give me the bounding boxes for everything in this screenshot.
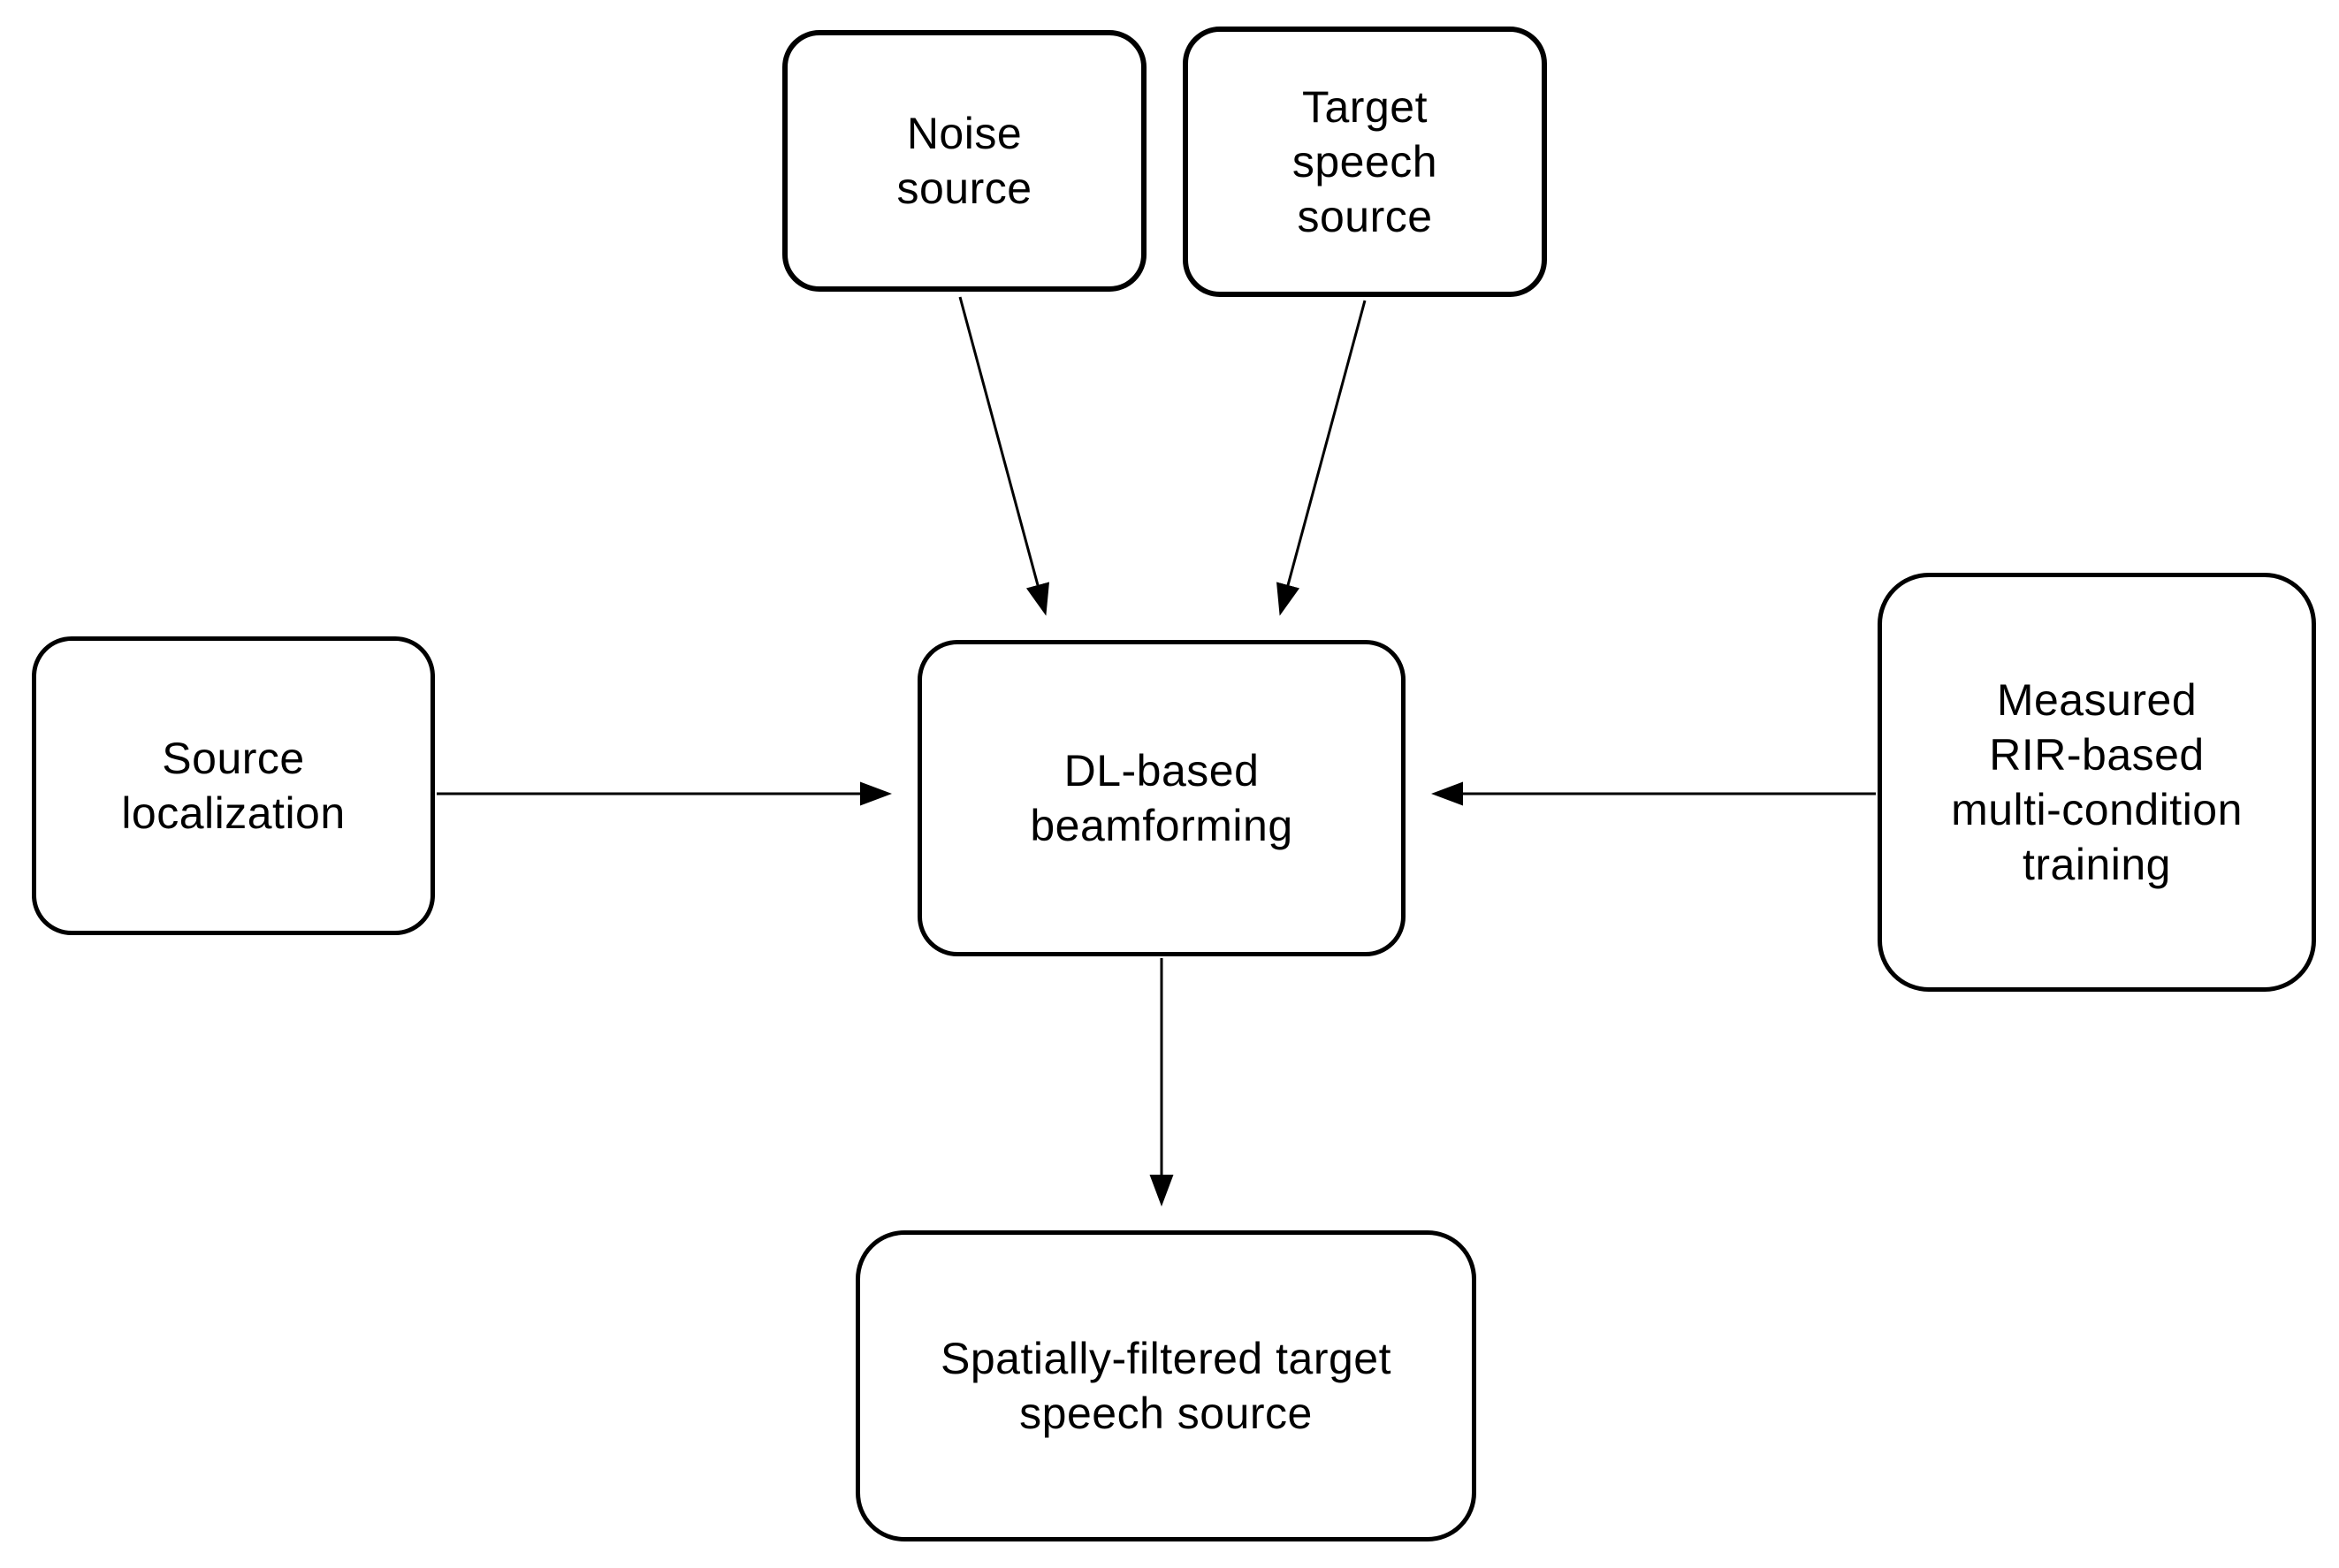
- node-source-localization-label: Source localization: [121, 731, 345, 841]
- label-line: Source: [162, 734, 305, 783]
- edge-noise-source-to-dl-beamforming: [958, 296, 1049, 616]
- edge-target-speech-source-to-dl-beamforming: [1276, 300, 1367, 616]
- node-measured-rir-training: Measured RIR-based multi-condition train…: [1878, 573, 2316, 992]
- node-target-speech-source-label: Target speech source: [1292, 80, 1437, 244]
- label-line: source: [1297, 192, 1433, 241]
- label-line: Spatially-filtered target: [941, 1334, 1391, 1383]
- node-noise-source: Noise source: [782, 30, 1147, 292]
- label-line: DL-based: [1063, 746, 1260, 795]
- node-dl-based-beamforming: DL-based beamforming: [918, 640, 1406, 956]
- node-measured-rir-training-label: Measured RIR-based multi-condition train…: [1951, 673, 2243, 892]
- label-line: localization: [121, 788, 346, 838]
- label-line: speech: [1291, 137, 1438, 186]
- node-dl-based-beamforming-label: DL-based beamforming: [1030, 743, 1292, 853]
- label-line: training: [2023, 840, 2171, 889]
- label-line: RIR-based: [1989, 730, 2205, 780]
- node-noise-source-label: Noise source: [896, 106, 1032, 216]
- node-spatially-filtered-output-label: Spatially-filtered target speech source: [941, 1331, 1391, 1441]
- label-line: multi-condition: [1951, 785, 2243, 834]
- node-source-localization: Source localization: [32, 636, 435, 935]
- label-line: Measured: [1996, 675, 2198, 725]
- label-line: beamforming: [1030, 801, 1293, 850]
- label-line: speech source: [1019, 1389, 1313, 1438]
- node-target-speech-source: Target speech source: [1183, 27, 1547, 297]
- label-line: Noise: [906, 109, 1023, 158]
- node-spatially-filtered-output: Spatially-filtered target speech source: [856, 1230, 1476, 1541]
- label-line: source: [896, 164, 1032, 213]
- label-line: Target: [1302, 82, 1428, 132]
